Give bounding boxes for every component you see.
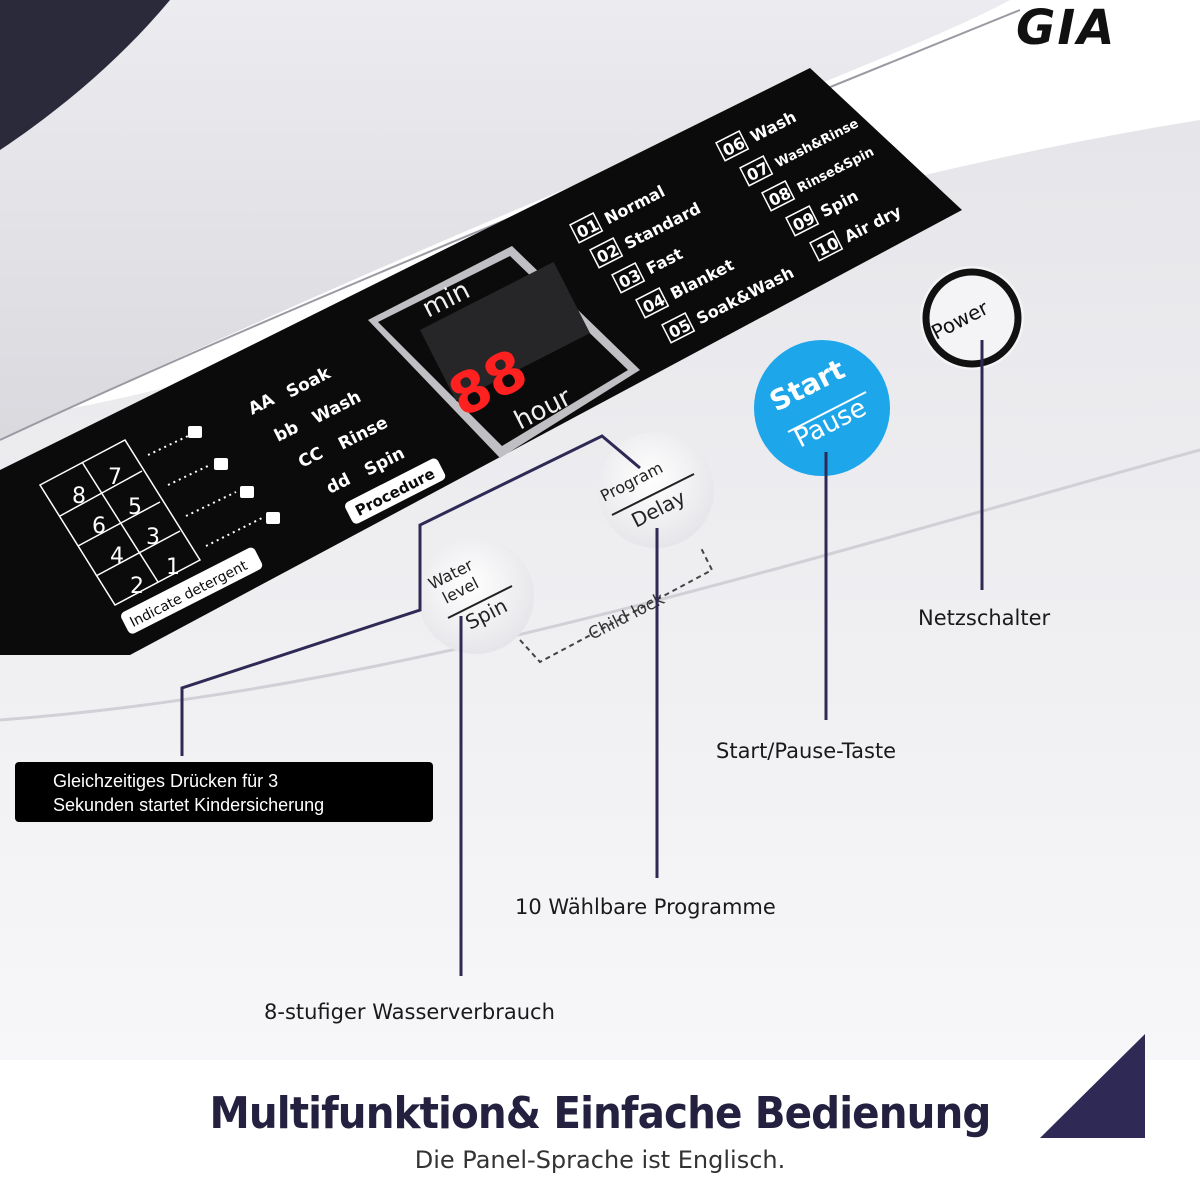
power-button[interactable]: Power <box>920 266 1024 370</box>
detergent-level: 8 <box>72 484 86 509</box>
program-callout: 10 Wählbare Programme <box>515 895 776 919</box>
water-callout: 8-stufiger Wasserverbrauch <box>264 1000 555 1024</box>
child-lock-callout-line2: Sekunden startet Kindersicherung <box>53 795 325 815</box>
child-lock-callout-line1: Gleichzeitiges Drücken für 3 <box>53 771 279 791</box>
headline: Multifunktion& Einfache Bedienung <box>209 1088 992 1139</box>
lid-window <box>0 0 170 150</box>
accent-triangle <box>1040 1034 1145 1138</box>
leader-childlock <box>180 434 641 756</box>
detergent-level: 6 <box>92 514 106 539</box>
leader-lines <box>180 340 984 976</box>
detergent-level: 1 <box>166 555 180 580</box>
child-lock-bracket <box>519 545 714 664</box>
detergent-level: 7 <box>108 465 122 490</box>
detergent-level: 4 <box>110 544 124 569</box>
power-callout: Netzschalter <box>918 606 1051 630</box>
program-delay-button[interactable]: Program Delay <box>597 432 714 548</box>
body-edge <box>0 448 1200 722</box>
child-lock-callout: Gleichzeitiges Drücken für 3 Sekunden st… <box>15 762 433 822</box>
start-pause-button[interactable]: Start Pause <box>754 340 890 476</box>
subline: Die Panel-Sprache ist Englisch. <box>414 1146 786 1174</box>
detergent-level: 5 <box>128 495 142 520</box>
time-display: min 88 hour <box>368 246 640 458</box>
brand-logo: GIA <box>1016 0 1117 56</box>
water-level-spin-button[interactable]: Water level Spin <box>418 538 534 654</box>
detergent-level: 3 <box>146 525 160 550</box>
start-pause-callout: Start/Pause-Taste <box>716 739 897 763</box>
detergent-level: 2 <box>130 574 144 599</box>
machine-lid <box>0 0 1010 440</box>
cup-icon <box>188 426 280 524</box>
detergent-leaders <box>147 435 263 547</box>
